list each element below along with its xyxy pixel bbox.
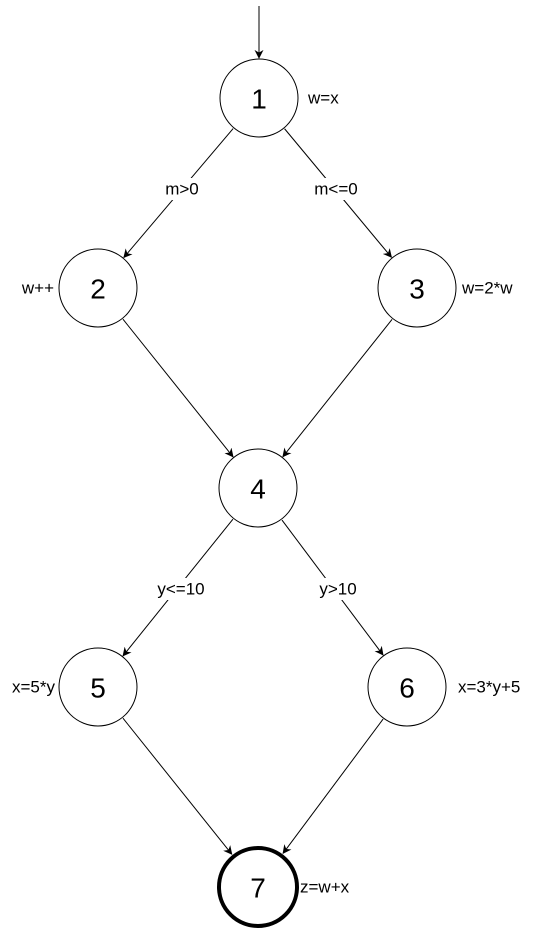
node-5-label: 5 — [90, 673, 106, 704]
node-1-statement: w=x — [307, 89, 339, 108]
edge-6-7 — [282, 718, 384, 855]
node-3-label: 3 — [409, 274, 425, 305]
node-6-label: 6 — [399, 673, 415, 704]
node-3-statement: w=2*w — [461, 279, 513, 298]
edge-label-1-3: m<=0 — [314, 180, 357, 199]
edge-label-1-2: m>0 — [165, 180, 199, 199]
node-5-statement: x=5*y — [12, 678, 55, 697]
edge-label-background — [312, 578, 364, 600]
edge-label-background — [310, 178, 362, 200]
edge-label-4-5: y<=10 — [157, 580, 204, 599]
node-4-circle — [218, 448, 298, 528]
node-6-circle — [367, 647, 447, 727]
node-7-label: 7 — [250, 873, 266, 904]
node-3-circle — [377, 248, 457, 328]
edge-label-background — [156, 178, 208, 200]
node-7-circle — [217, 846, 299, 928]
nodes-layer: 1 2 3 4 5 6 7 — [58, 58, 457, 928]
node-2-statement: w++ — [21, 279, 54, 298]
edge-5-7 — [122, 717, 233, 855]
node-6-statement: x=3*y+5 — [458, 678, 520, 697]
edge-2-4 — [122, 318, 234, 458]
node-1-label: 1 — [251, 84, 267, 115]
edge-label-4-6: y>10 — [319, 580, 356, 599]
node-5-circle — [58, 647, 138, 727]
node-4-label: 4 — [250, 474, 266, 505]
node-2-circle — [58, 248, 138, 328]
node-1-circle — [219, 58, 299, 138]
statement-labels-layer: w=x w++ w=2*w x=5*y x=3*y+5 z=w+x — [12, 89, 520, 897]
node-2-label: 2 — [90, 274, 106, 305]
edge-labels-layer: m>0 m<=0 y<=10 y>10 — [155, 178, 364, 600]
edge-label-background — [155, 578, 207, 600]
node-7-statement: z=w+x — [300, 878, 350, 897]
edge-3-4 — [282, 318, 393, 458]
